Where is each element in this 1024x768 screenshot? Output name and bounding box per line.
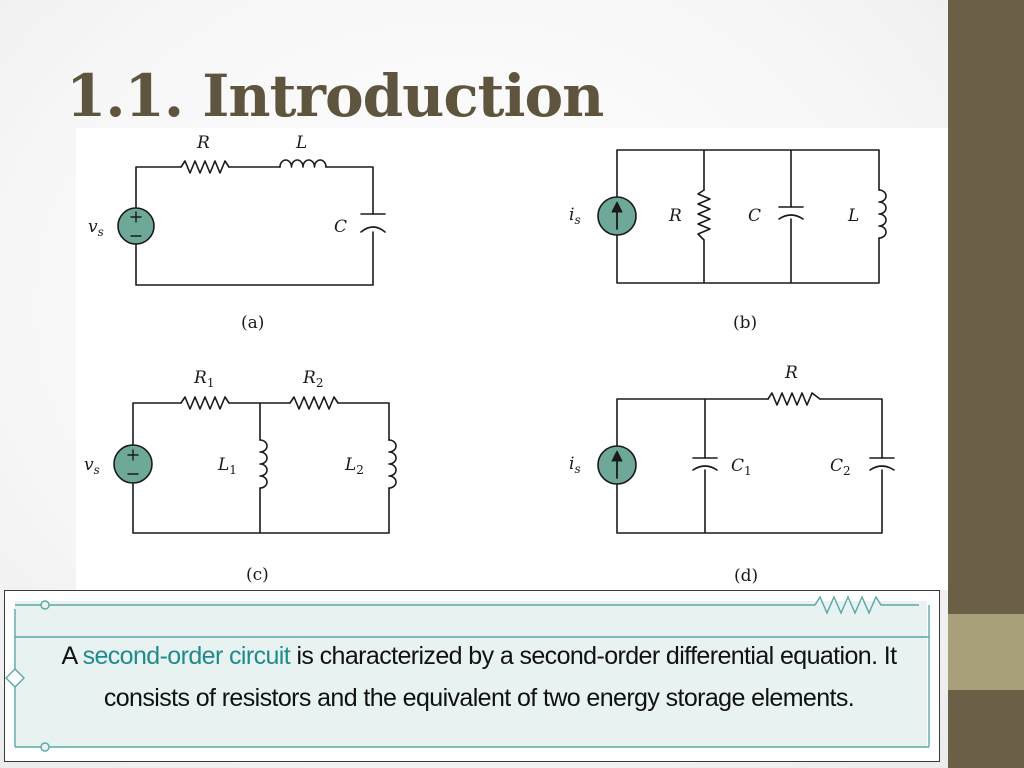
circuit-d-capacitor-1: [692, 457, 718, 471]
frame-diamond-icon: [5, 668, 25, 688]
definition-line2: consists of resistors and the equivalent…: [103, 684, 855, 712]
circuit-c-resistor-2-label: R2: [302, 368, 323, 390]
circuit-d-source-arrowhead: [611, 450, 623, 462]
definition-text: A second-order circuit is characterized …: [49, 635, 909, 719]
circuit-diagrams: R L C vs is R C L R1 R2 L1 L2 vs R is C1…: [84, 133, 895, 586]
definition-term: second-order circuit: [82, 642, 291, 670]
circuit-c-caption: (c): [246, 565, 269, 585]
circuit-figure-panel: [76, 128, 948, 590]
circuit-b-inductor: [878, 189, 887, 239]
circuit-c-resistor-1-label: R1: [193, 368, 214, 390]
circuit-a-resistor: [180, 160, 230, 174]
decorative-sidebar: [948, 0, 1024, 768]
circuit-c-resistor-1: [180, 396, 230, 410]
circuit-d-caption: (d): [734, 566, 758, 586]
circuit-b-inductor-label: L: [847, 206, 859, 226]
circuit-d-wires: [616, 398, 883, 534]
slide-title: 1.1. Introduction: [66, 62, 604, 130]
circuit-d-resistor: [767, 392, 821, 406]
circuit-d: [597, 392, 895, 534]
circuit-a-voltage-source: [117, 207, 155, 245]
definition-prefix: A: [61, 642, 83, 670]
circuit-d-capacitor-2: [869, 457, 895, 471]
circuit-b-capacitor-label: C: [748, 206, 761, 226]
circuit-c-inductor-2-label: L2: [344, 455, 364, 477]
circuit-b-resistor-label: R: [668, 206, 682, 226]
circuit-c-source-label: vs: [84, 455, 100, 477]
circuit-a-source-sign: [130, 211, 142, 237]
sidebar-accent-block: [948, 614, 1024, 690]
circuit-a-resistor-label: R: [196, 133, 210, 153]
circuit-a-wires: [135, 166, 374, 286]
circuit-b-source-label: is: [569, 205, 581, 227]
circuit-b-source-arrowhead: [611, 201, 623, 213]
circuit-b-caption: (b): [733, 313, 757, 333]
resistor-ornament-icon: [814, 595, 919, 615]
circuit-c-inductor-2: [388, 439, 397, 489]
circuit-b: [597, 149, 887, 284]
circuit-a-inductor-label: L: [295, 133, 307, 153]
circuit-b-capacitor: [778, 206, 804, 220]
circuit-a-source-label: vs: [88, 217, 104, 239]
circuit-c-inductor-1-label: L1: [217, 455, 237, 477]
definition-frame-decoration: [5, 595, 930, 752]
definition-box: A second-order circuit is characterized …: [4, 590, 940, 762]
circuit-a-capacitor-label: C: [334, 217, 347, 237]
circuit-d-source-label: is: [569, 454, 581, 476]
circuit-c: [113, 396, 397, 534]
circuit-c-source-sign: [127, 449, 139, 475]
circuit-a-caption: (a): [241, 313, 264, 333]
circuit-a: [117, 159, 386, 286]
circuit-d-capacitor-2-label: C2: [830, 456, 851, 478]
definition-line1-rest: is characterized by a second-order diffe…: [290, 642, 897, 670]
circuit-d-capacitor-1-label: C1: [731, 456, 752, 478]
circuit-c-resistor-2: [289, 396, 339, 410]
frame-dot-icon: [40, 600, 50, 610]
circuit-c-inductor-1: [259, 439, 268, 489]
circuit-b-resistor: [697, 189, 711, 241]
circuit-a-capacitor: [360, 213, 386, 233]
circuit-c-wires: [132, 402, 390, 534]
circuit-b-wires: [616, 149, 880, 284]
circuit-a-inductor: [279, 159, 327, 168]
frame-dot-icon: [40, 742, 50, 752]
circuit-d-resistor-label: R: [784, 363, 798, 383]
circuit-c-voltage-source: [113, 444, 153, 484]
